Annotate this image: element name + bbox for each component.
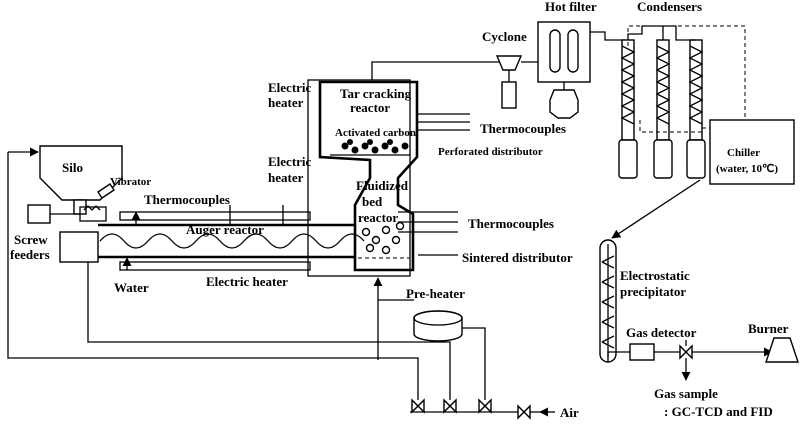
air-valves (411, 398, 531, 420)
label-electric-heater-bottom: Electric heater (206, 274, 288, 289)
vibrator (97, 183, 115, 199)
tar-cracking-reactor (318, 80, 419, 272)
label-air: Air (560, 405, 579, 420)
label-sintered-distributor: Sintered distributor (462, 250, 573, 265)
label-pre-heater: Pre-heater (406, 286, 465, 301)
label-hot-filter: Hot filter (545, 0, 597, 14)
chiller (709, 119, 795, 185)
pipe-to-esp (611, 179, 701, 239)
label-vibrator: Vibrator (110, 176, 151, 188)
label-thermocouples-mid: Thermocouples (468, 216, 554, 231)
label-activated-carbon: Activated carbon (335, 127, 416, 139)
auger-reactor (98, 205, 365, 271)
pre-heater (413, 310, 463, 342)
activated-carbon-bed (341, 139, 409, 154)
cyclone (495, 55, 540, 109)
condenser-3 (686, 39, 706, 179)
silo (39, 145, 123, 215)
burner (765, 337, 799, 363)
label-silo: Silo (62, 160, 83, 175)
label-perforated-distributor: Perforated distributor (438, 146, 543, 158)
hot-filter (537, 21, 625, 119)
label-condensers: Condensers (637, 0, 702, 14)
label-gas-detector: Gas detector (626, 325, 697, 340)
condenser-1 (618, 39, 638, 179)
auger-arrows (122, 211, 141, 270)
label-chiller-spec: (water, 10℃) (716, 163, 778, 175)
label-gas-sample: Gas sample (654, 386, 718, 401)
label-burner: Burner (748, 321, 789, 336)
pipe-to-cyclone (371, 56, 509, 80)
feeder-box-upper (27, 204, 107, 224)
label-gas-sample-analysis: : GC-TCD and FID (664, 404, 773, 419)
label-thermocouples-auger: Thermocouples (144, 192, 230, 207)
label-water: Water (114, 280, 149, 295)
gas-detector (607, 343, 773, 362)
label-chiller: Chiller (727, 147, 760, 159)
air-lines (7, 147, 555, 417)
condenser-2 (653, 39, 673, 179)
gas-sample-valve (679, 340, 693, 381)
condenser-links (627, 25, 696, 41)
thermocouple-lines (398, 113, 470, 256)
fluidized-bed-particles (358, 221, 410, 259)
label-cyclone: Cyclone (482, 29, 527, 44)
label-thermocouples-top: Thermocouples (480, 121, 566, 136)
reactor-jacket (307, 79, 411, 277)
electrostatic-precipitator (599, 239, 617, 363)
chiller-loop (627, 25, 750, 133)
screw-feeder-box (59, 231, 99, 263)
label-auger-reactor: Auger reactor (186, 222, 264, 237)
